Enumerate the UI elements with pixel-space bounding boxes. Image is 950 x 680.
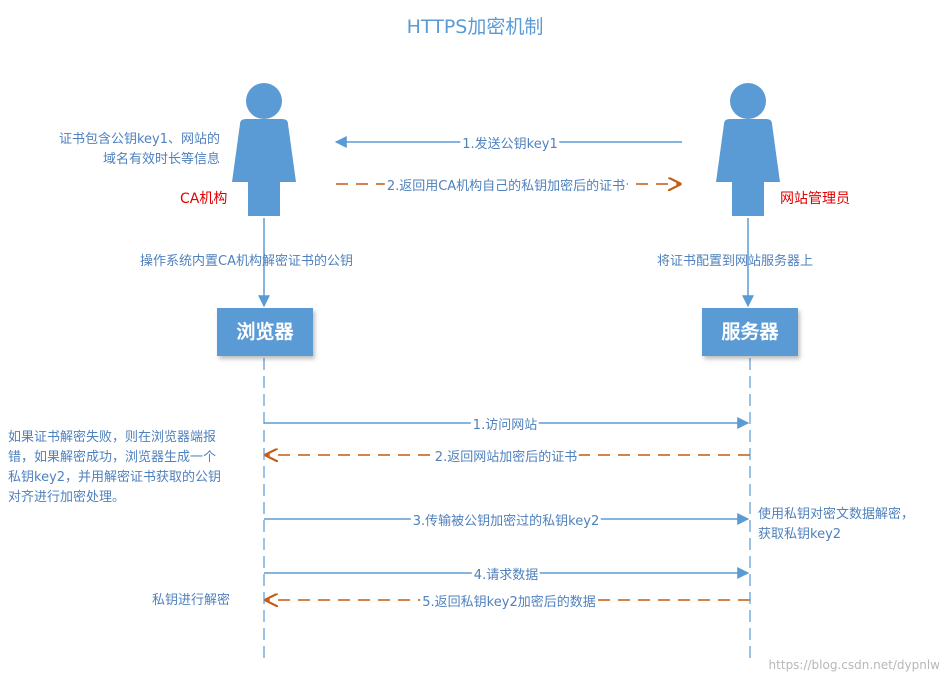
diagram-title: HTTPS加密机制 bbox=[406, 16, 544, 38]
watermark: https://blog.csdn.net/dypnlw bbox=[768, 658, 940, 672]
admin-person-icon bbox=[716, 83, 780, 216]
browser-handling-note: 如果证书解密失败，则在浏览器端报 错，如果解密成功，浏览器生成一个 私钥key2… bbox=[8, 430, 222, 505]
top-message-1-label: 1.发送公钥key1 bbox=[460, 133, 560, 152]
ca-person-icon bbox=[232, 83, 296, 216]
ca-label: CA机构 bbox=[180, 191, 228, 207]
server-decrypt-note: 使用私钥对密文数据解密， 获取私钥key2 bbox=[758, 507, 915, 542]
server-setup-note: 将证书配置到网站服务器上 bbox=[657, 254, 814, 269]
message-4-label: 4.请求数据 bbox=[471, 564, 541, 583]
message-1-label: 1.访问网站 bbox=[470, 414, 540, 433]
browser-decrypt-note: 私钥进行解密 bbox=[152, 593, 231, 608]
top-message-2-label: 2.返回用CA机构自己的私钥加密后的证书 bbox=[384, 175, 628, 194]
browser-setup-note: 操作系统内置CA机构解密证书的公钥 bbox=[140, 254, 353, 269]
message-2-label: 2.返回网站加密后的证书 bbox=[432, 446, 580, 465]
browser-box: 浏览器 bbox=[217, 308, 313, 356]
message-3-label: 3.传输被公钥加密过的私钥key2 bbox=[410, 510, 602, 529]
admin-label: 网站管理员 bbox=[780, 191, 850, 207]
message-5-label: 5.返回私钥key2加密后的数据 bbox=[420, 591, 598, 610]
ca-certificate-note: 证书包含公钥key1、网站的 域名有效时长等信息 bbox=[58, 132, 220, 167]
server-box: 服务器 bbox=[702, 308, 798, 356]
